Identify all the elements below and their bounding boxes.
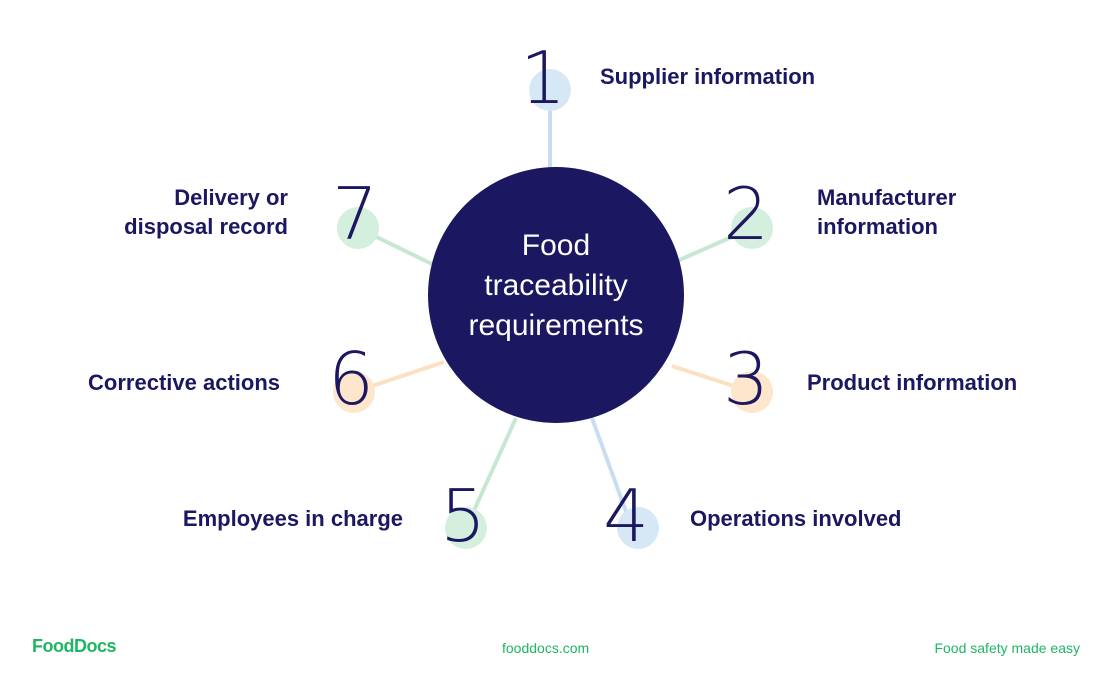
center-title-line-2: traceability xyxy=(484,269,628,302)
center-title-line-3: requirements xyxy=(468,309,644,342)
step-label-2: Manufacturer information xyxy=(817,183,956,241)
connector-line-4 xyxy=(590,417,634,529)
step-label-5-line-1: Employees in charge xyxy=(182,506,403,531)
step-label-7-line-1: Delivery or xyxy=(174,185,288,210)
fooddocs-logo: FoodDocs xyxy=(32,636,117,656)
step-label-4-line-1: Operations involved xyxy=(690,506,902,531)
center-title: Food traceability requirements xyxy=(428,226,684,346)
accent-dot-7 xyxy=(337,207,379,249)
accent-dot-5 xyxy=(445,507,487,549)
step-label-6-line-1: Corrective actions xyxy=(88,370,280,395)
step-label-5: Employees in charge xyxy=(183,504,403,533)
accent-dot-3 xyxy=(731,371,773,413)
accent-dot-2 xyxy=(731,207,773,249)
center-hub xyxy=(428,167,684,423)
accent-dot-4 xyxy=(617,507,659,549)
center-title-line-1: Food xyxy=(521,229,591,262)
step-label-1: Supplier information xyxy=(600,62,815,91)
step-label-1-line-1: Supplier information xyxy=(600,64,816,89)
footer-tagline: Food safety made easy xyxy=(934,640,1080,656)
footer-website[interactable]: fooddocs.com xyxy=(502,640,590,656)
step-label-3: Product information xyxy=(807,368,1017,397)
step-label-2-line-1: Manufacturer xyxy=(817,185,957,210)
step-number-4: 4 xyxy=(603,474,649,558)
step-label-2-line-2: information xyxy=(817,214,938,239)
accent-dot-6 xyxy=(333,371,375,413)
step-number-2: 2 xyxy=(723,172,769,256)
step-label-3-line-1: Product information xyxy=(807,370,1018,395)
step-number-7: 7 xyxy=(332,172,378,256)
step-number-5: 5 xyxy=(440,474,486,558)
step-label-7-line-2: disposal record xyxy=(124,214,288,239)
step-label-7: Delivery or disposal record xyxy=(124,183,288,241)
step-label-4: Operations involved xyxy=(690,504,902,533)
step-label-6: Corrective actions xyxy=(88,368,280,397)
step-number-3: 3 xyxy=(723,337,769,421)
step-number-6: 6 xyxy=(328,337,374,421)
accent-dot-1 xyxy=(529,69,571,111)
step-number-1: 1 xyxy=(520,36,566,120)
